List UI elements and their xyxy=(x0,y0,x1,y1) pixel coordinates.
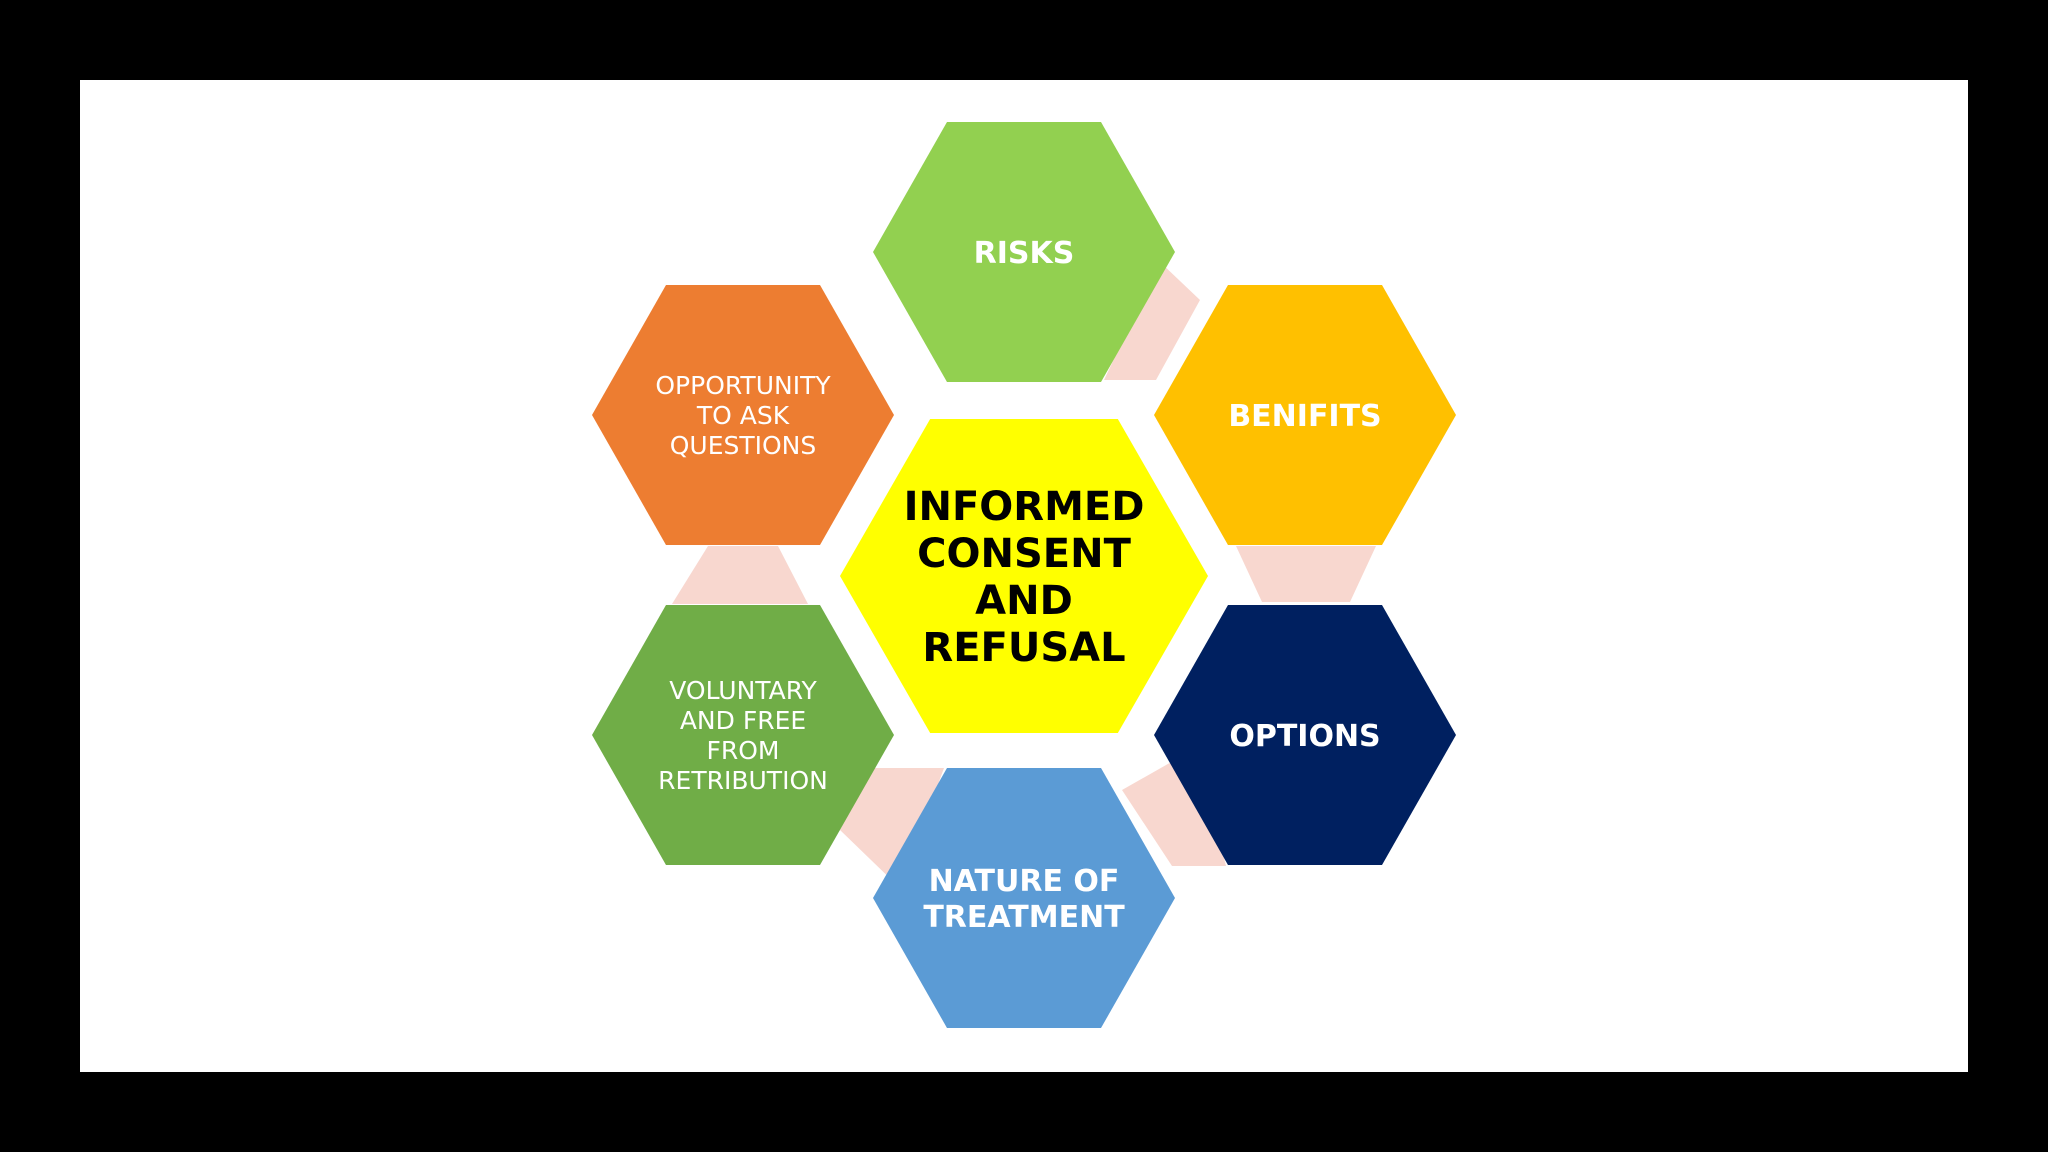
hexagon-shape-voluntary xyxy=(592,605,894,865)
hexagon-shape-opportunity xyxy=(592,285,894,545)
hexagon-shape-options xyxy=(1154,605,1456,865)
connector-1 xyxy=(1104,262,1200,380)
hexagon-label-line: RISKS xyxy=(974,236,1075,271)
hexagon-label-line: CONSENT xyxy=(917,531,1131,577)
hexagon-label-risks: RISKS xyxy=(974,236,1075,271)
hexagon-label-line: QUESTIONS xyxy=(670,431,817,460)
hexagon-label-line: VOLUNTARY xyxy=(669,676,817,705)
hexagon-label-line: BENIFITS xyxy=(1228,399,1381,434)
hexagon-label-line: TREATMENT xyxy=(923,900,1125,935)
hexagon-benifits: BENIFITS xyxy=(1154,285,1456,545)
hexagon-label-options: OPTIONS xyxy=(1229,719,1380,754)
hexagon-label-line: FROM xyxy=(707,736,780,765)
hexagon-label-line: NATURE OF xyxy=(929,864,1120,899)
hexagon-label-line: INFORMED xyxy=(904,484,1145,530)
hexagon-label-line: AND xyxy=(975,578,1073,624)
hexagon-shape-nature-of-treatment xyxy=(873,768,1175,1028)
hexagon-shape-risks xyxy=(873,122,1175,382)
hexagon-label-line: TO ASK xyxy=(696,401,790,430)
hexagon-label-benifits: BENIFITS xyxy=(1228,399,1381,434)
hexagon-options: OPTIONS xyxy=(1154,605,1456,865)
hexagon-label-line: OPTIONS xyxy=(1229,719,1380,754)
connector-5 xyxy=(672,546,808,604)
connector-2 xyxy=(1236,546,1376,602)
hexagon-shape-center xyxy=(840,419,1208,733)
hexagon-shape-benifits xyxy=(1154,285,1456,545)
hexagon-label-line: RETRIBUTION xyxy=(658,766,828,795)
hexagon-label-line: REFUSAL xyxy=(922,625,1125,671)
hexagon-label-line: AND FREE xyxy=(680,706,806,735)
hexagon-risks: RISKS xyxy=(873,122,1175,382)
hexagon-label-line: OPPORTUNITY xyxy=(655,371,831,400)
connector-4 xyxy=(840,768,944,888)
